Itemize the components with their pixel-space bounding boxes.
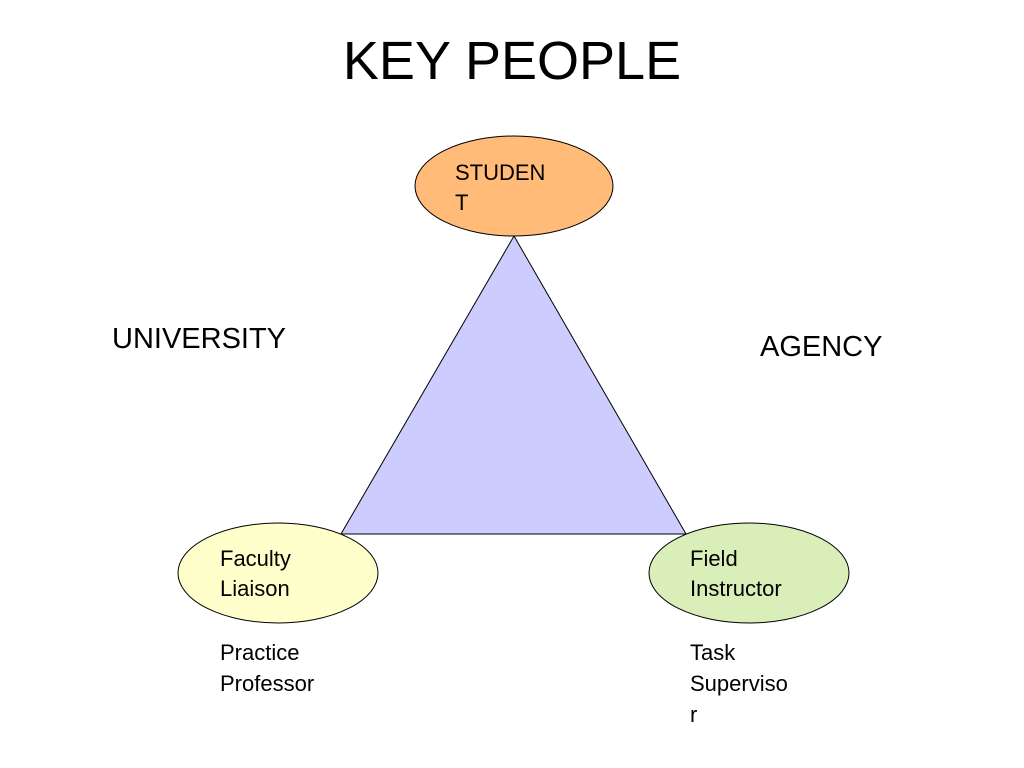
university-label: UNIVERSITY	[112, 323, 287, 355]
relationship-triangle	[340, 235, 687, 535]
agency-label: AGENCY	[760, 331, 883, 363]
faculty-liaison-node	[177, 522, 379, 624]
practice-professor-label: Practice Professor	[220, 640, 315, 696]
field-instructor-label: Field Instructor	[690, 546, 782, 601]
faculty-liaison-label: Faculty Liaison	[220, 546, 291, 601]
student-label: STUDEN T	[455, 160, 546, 215]
student-node	[414, 135, 614, 237]
slide-title: KEY PEOPLE	[342, 31, 682, 91]
task-supervisor-label: Task Superviso r	[690, 640, 788, 727]
field-instructor-node	[648, 522, 850, 624]
